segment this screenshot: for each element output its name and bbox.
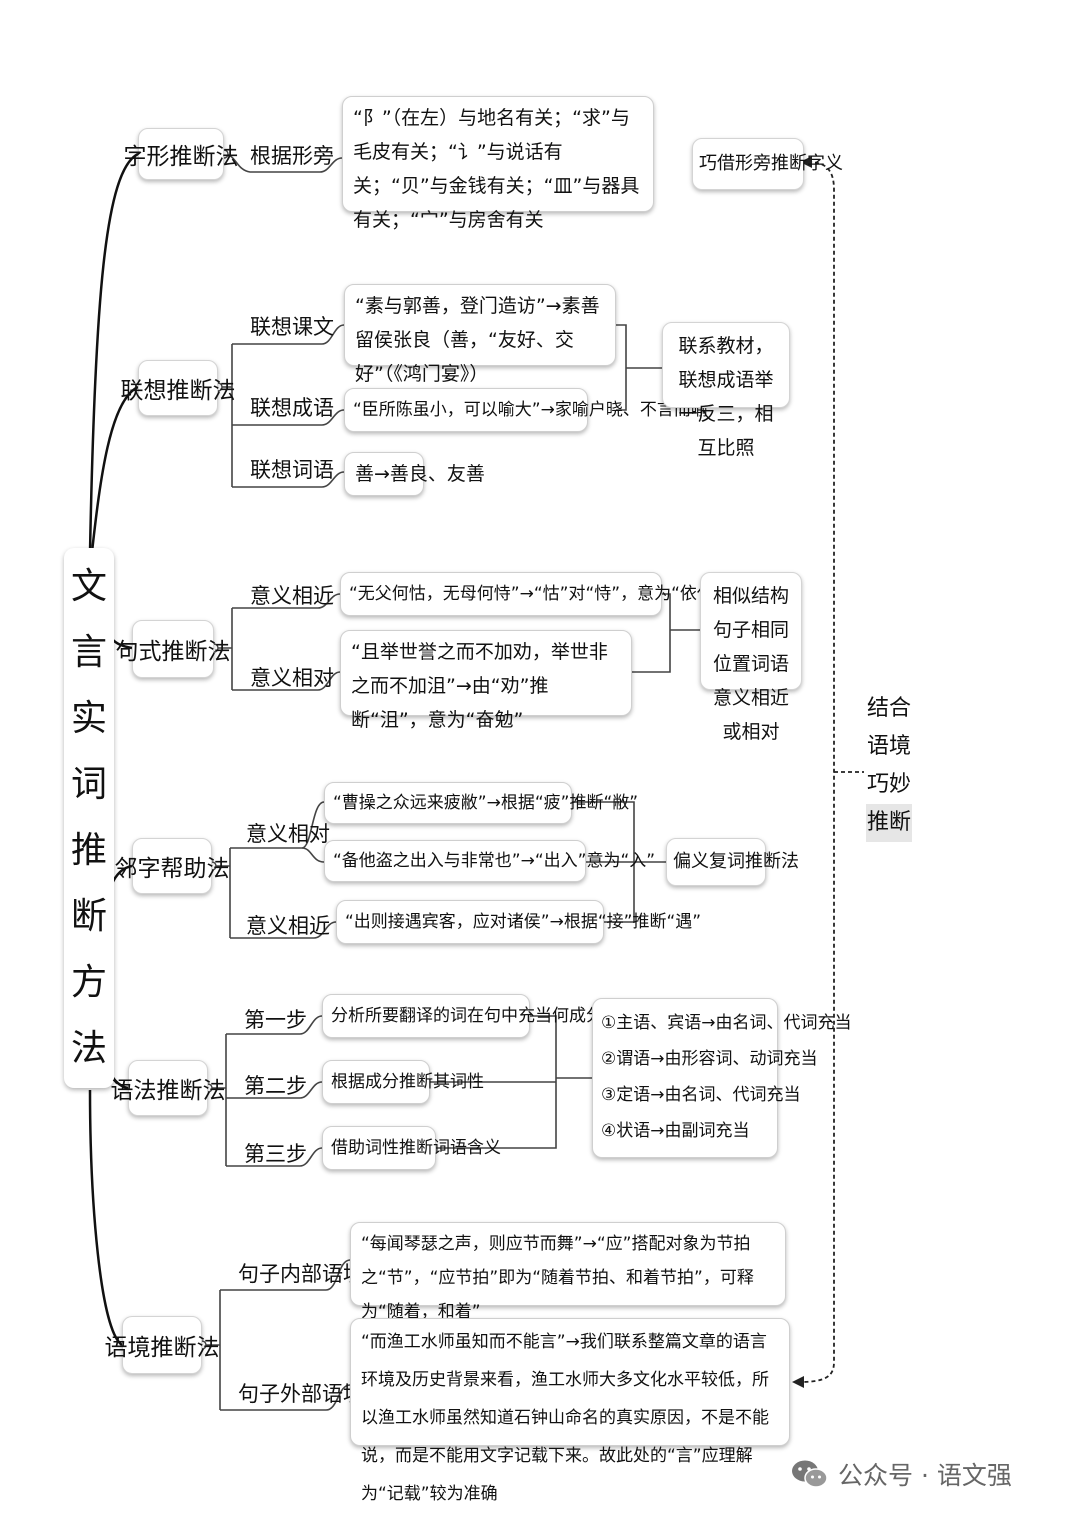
example-box-textbook: “素与郭善，登门造访”→素善留侯张良（善，“友好、交好”（《鸿门宴》） — [344, 284, 616, 385]
example-box-word: 善→善良、友善 — [344, 452, 485, 496]
example-box-similar-meaning: “无父何怙，无母何恃”→“怙”对“恃”，意为“依仗、凭借” — [340, 572, 774, 616]
watermark: 公众号 · 语文强 — [790, 1456, 1012, 1492]
example-box-adjacent-3: “出则接遇宾客，应对诸侯”→根据“接”推断“遇” — [336, 900, 701, 944]
summary-sentence-pattern-inference: 相似结构句子相同位置词语意义相近或相对 — [700, 572, 802, 743]
branch-label-similar-meaning: 意义相近 — [250, 584, 334, 608]
method-adjacent-character-inference: 邻字帮助法 — [115, 838, 230, 894]
branch-label-step-3: 第三步 — [244, 1142, 307, 1166]
method-grammar-inference: 语法推断法 — [111, 1060, 226, 1116]
example-box-internal-context: “每闻琴瑟之声，则应节而舞”→“应”搭配对象为节拍之“节”，“应节拍”即为“随着… — [350, 1222, 786, 1322]
summary-adjacent-character-inference: 偏义复词推断法 — [666, 838, 799, 886]
example-box-adjacent-1: “曹操之众远来疲敝”→根据“疲”推断“敝” — [324, 782, 638, 824]
right-label-line-3: 巧妙 — [866, 772, 911, 797]
branch-label-idiom: 联想成语 — [250, 396, 334, 420]
branch-label-adjacent-opposite: 意义相对 — [246, 822, 330, 846]
right-label-line-1: 结合 — [866, 696, 911, 721]
right-label-context-inference: 结合 语境 巧妙 推断 — [866, 690, 912, 842]
method-glyph-inference: 字形推断法 — [124, 128, 239, 180]
branch-label-opposite-meaning: 意义相对 — [250, 666, 334, 690]
example-box-step-1: 分析所要翻译的词在句中充当何成分 — [322, 994, 603, 1038]
summary-glyph-inference: 巧借形旁推断字义 — [692, 138, 843, 190]
branch-label-internal-context: 句子内部语境 — [238, 1262, 364, 1286]
branch-label-step-1: 第一步 — [244, 1008, 307, 1032]
example-box-external-context: “而渔工水师虽知而不能言”→我们联系整篇文章的语言环境及历史背景来看，渔工水师大… — [350, 1318, 790, 1504]
method-context-inference: 语境推断法 — [105, 1316, 220, 1374]
example-box-step-3: 借助词性推断词语含义 — [322, 1126, 501, 1170]
summary-grammar-inference: ①主语、宾语→由名词、代词充当 ②谓语→由形容词、动词充当 ③定语→由名词、代词… — [592, 998, 852, 1158]
branch-label-radical: 根据形旁 — [250, 144, 334, 168]
example-box-opposite-meaning: “且举世誉之而不加劝，举世非之而不加沮”→由“劝”推断“沮”，意为“奋勉” — [340, 630, 632, 731]
grammar-rule-predicate: ②谓语→由形容词、动词充当 — [601, 1049, 818, 1069]
branch-label-word: 联想词语 — [250, 458, 334, 482]
summary-association-inference: 联系教材，联想成语举一反三，相互比照 — [662, 322, 790, 459]
example-box-adjacent-2: “备他盗之出入与非常也”→“出入”意为“入” — [324, 840, 655, 882]
example-box-step-2: 根据成分推断其词性 — [322, 1060, 484, 1104]
grammar-rule-attributive: ③定语→由名词、代词充当 — [601, 1085, 801, 1105]
branch-label-textbook: 联想课文 — [250, 315, 334, 339]
wechat-icon — [792, 1460, 828, 1488]
branch-label-adjacent-similar: 意义相近 — [246, 914, 330, 938]
example-box-radical: “阝”（在左）与地名有关；“求”与毛皮有关；“讠”与说话有关；“贝”与金钱有关；… — [342, 96, 654, 231]
grammar-rule-subject-object: ①主语、宾语→由名词、代词充当 — [601, 1013, 852, 1033]
grammar-rule-adverbial: ④状语→由副词充当 — [601, 1121, 750, 1141]
branch-label-step-2: 第二步 — [244, 1074, 307, 1098]
branch-label-external-context: 句子外部语境 — [238, 1382, 364, 1406]
method-association-inference: 联想推断法 — [121, 360, 236, 416]
right-label-line-2: 语境 — [866, 734, 911, 759]
method-sentence-pattern-inference: 句式推断法 — [116, 620, 231, 678]
watermark-text: 公众号 · 语文强 — [838, 1461, 1012, 1490]
right-label-line-4: 推断 — [866, 804, 912, 842]
example-box-idiom: “臣所陈虽小，可以喻大”→家喻户晓、不言而喻 — [344, 388, 708, 432]
root-title: 文言实词推断方法 — [64, 548, 114, 1088]
